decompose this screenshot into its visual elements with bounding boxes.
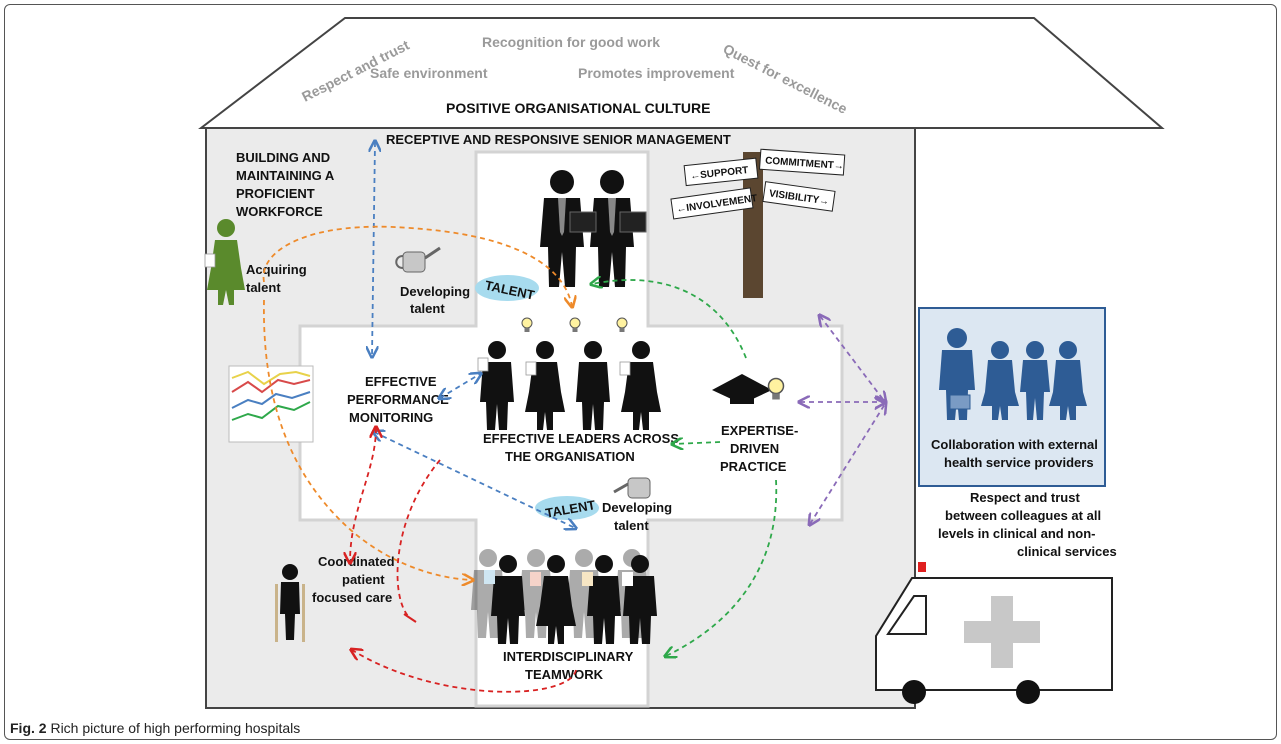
- senior-managers-icon: [540, 170, 647, 287]
- coordinated-line-1: Coordinated: [318, 554, 395, 569]
- expertise-line-1: EXPERTISE-: [721, 423, 798, 438]
- arrow-monitoring-care: [350, 428, 376, 562]
- respect-line-2: between colleagues at all: [945, 508, 1101, 523]
- workforce-line-2: MAINTAINING A: [236, 168, 335, 183]
- respect-colleagues-label: Respect and trust between colleagues at …: [938, 490, 1117, 559]
- leaders-group-icon: [477, 317, 661, 430]
- talent-cloud-icon: TALENT: [475, 275, 539, 303]
- monitoring-line-2: PERFORMANCE: [347, 392, 449, 407]
- teamwork-line-1: INTERDISCIPLINARY: [503, 649, 634, 664]
- respect-line-4: clinical services: [1017, 544, 1117, 559]
- arrow-leaders-care: [396, 459, 441, 619]
- coordinated-line-3: focused care: [312, 590, 392, 605]
- senior-management-label: RECEPTIVE AND RESPONSIVE SENIOR MANAGEME…: [386, 132, 731, 147]
- arrow-acquiring-leaders: [262, 225, 572, 306]
- expertise-label: EXPERTISE- DRIVEN PRACTICE: [720, 423, 798, 474]
- external-collaboration-box: Collaboration with external health servi…: [918, 307, 1106, 487]
- signpost-icon: ←SUPPORT COMMITMENT→ ←INVOLVEMENT VISIBI…: [670, 148, 846, 298]
- roof-promotes-improvement: Promotes improvement: [578, 65, 735, 81]
- roof-culture-title: POSITIVE ORGANISATIONAL CULTURE: [446, 100, 710, 116]
- leaders-line-2: THE ORGANISATION: [505, 449, 635, 464]
- arrows: [262, 142, 885, 693]
- watering-can-icon: [395, 246, 441, 273]
- workforce-line-4: WORKFORCE: [236, 204, 323, 219]
- arrow-monitoring-leaders: [440, 374, 480, 398]
- arrow-team-care: [352, 650, 577, 693]
- red-bar-end: [403, 613, 417, 623]
- graduation-cap-icon: [712, 374, 772, 404]
- collaboration-line-1: Collaboration with external: [931, 437, 1098, 452]
- collaboration-line-2: health service providers: [944, 455, 1094, 470]
- watering-can-icon-bottom: [613, 477, 651, 499]
- developing-talent-bottom-line-1: Developing: [602, 500, 672, 515]
- patient-crutches-icon: [275, 564, 305, 642]
- workforce-line-3: PROFICIENT: [236, 186, 315, 201]
- respect-line-3: levels in clinical and non-: [938, 526, 1096, 541]
- developing-talent-top-line-2: talent: [410, 301, 445, 316]
- performance-chart-icon: [228, 365, 314, 443]
- arrow-expertise-mgmt: [592, 280, 747, 359]
- coordinated-line-2: patient: [342, 572, 385, 587]
- monitoring-label: EFFECTIVE PERFORMANCE MONITORING: [347, 374, 449, 425]
- leaders-line-1: EFFECTIVE LEADERS ACROSS: [483, 431, 679, 446]
- developing-talent-bottom-line-2: talent: [614, 518, 649, 533]
- expertise-line-3: PRACTICE: [720, 459, 787, 474]
- acquiring-talent-line-1: Acquiring: [246, 262, 307, 277]
- teamwork-line-2: TEAMWORK: [525, 667, 604, 682]
- figure-label: Fig. 2: [10, 720, 47, 736]
- arrow-team-external: [810, 404, 885, 524]
- arrow-monitoring-team: [374, 432, 575, 528]
- acquiring-talent-line-2: talent: [246, 280, 281, 295]
- ambulance-icon: [875, 562, 1113, 704]
- figure-caption: Fig. 2 Rich picture of high performing h…: [10, 720, 300, 736]
- arrow-expertise-team: [666, 479, 778, 656]
- expertise-line-2: DRIVEN: [730, 441, 779, 456]
- team-group-icon: [471, 549, 657, 644]
- hospital-cross: [298, 150, 844, 708]
- teamwork-label: INTERDISCIPLINARY TEAMWORK: [503, 649, 634, 682]
- workforce-label: BUILDING AND MAINTAINING A PROFICIENT WO…: [236, 150, 335, 219]
- workforce-line-1: BUILDING AND: [236, 150, 330, 165]
- roof-safe-environment: Safe environment: [370, 65, 488, 81]
- arrow-expertise-leaders: [673, 442, 721, 444]
- monitoring-line-1: EFFECTIVE: [365, 374, 437, 389]
- developing-talent-top-line-1: Developing: [400, 284, 470, 299]
- respect-line-1: Respect and trust: [970, 490, 1080, 505]
- green-woman-icon: [204, 219, 245, 305]
- roof-recognition: Recognition for good work: [482, 34, 660, 50]
- monitoring-line-3: MONITORING: [349, 410, 433, 425]
- figure-title: Rich picture of high performing hospital…: [46, 720, 301, 736]
- sign-commitment: COMMITMENT→: [765, 156, 844, 172]
